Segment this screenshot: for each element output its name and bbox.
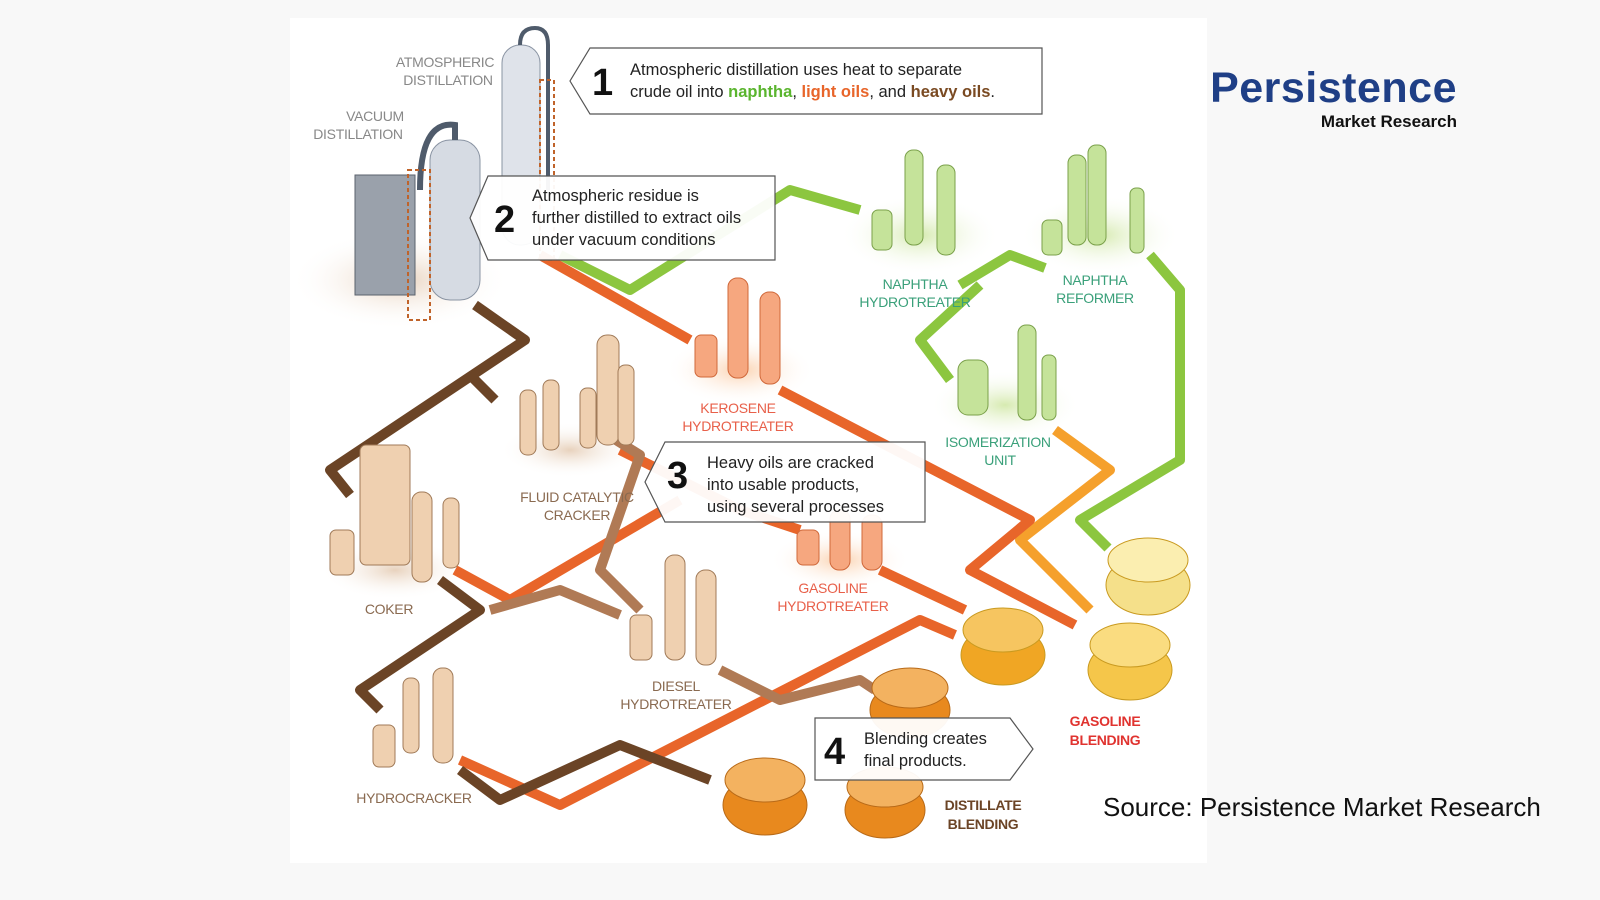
svg-text:HYDROTREATER: HYDROTREATER [859, 294, 970, 310]
vacuum-distillation-label: VACUUM DISTILLATION [313, 108, 404, 142]
svg-text:further distilled to extract o: further distilled to extract oils [532, 209, 741, 227]
hydrocracker-label: HYDROCRACKER [356, 790, 472, 806]
svg-text:NAPHTHA: NAPHTHA [883, 276, 949, 292]
heavy-oil-pipe [457, 740, 712, 805]
svg-text:DIESEL: DIESEL [652, 678, 701, 694]
gasoline-blending-tanks [960, 537, 1191, 701]
naphtha-pipe [957, 250, 1047, 290]
svg-text:HYDROTREATER: HYDROTREATER [777, 598, 888, 614]
distillate-blending-label: DISTILLATE BLENDING [945, 797, 1022, 832]
refinery-diagram: ATMOSPHERIC DISTILLATION VACUUM DISTILLA… [290, 18, 1207, 863]
svg-text:ATMOSPHERIC: ATMOSPHERIC [396, 54, 495, 70]
svg-text:FLUID CATALYTIC: FLUID CATALYTIC [520, 489, 634, 505]
svg-text:Blending creates: Blending creates [864, 730, 987, 748]
heavy-oil-pipe [466, 371, 499, 404]
svg-text:BLENDING: BLENDING [1070, 732, 1141, 748]
logo-subtitle: Market Research [1320, 112, 1457, 131]
diesel-hydrotreater-unit [629, 554, 717, 666]
svg-text:Heavy oils are cracked: Heavy oils are cracked [707, 454, 874, 472]
light-oil-pipe [877, 565, 968, 615]
diesel-hydrotreater-label: DIESEL HYDROTREATER [620, 678, 732, 712]
fluid-catalytic-cracker-label: FLUID CATALYTIC CRACKER [520, 489, 634, 523]
logo-name: Persistence [1210, 64, 1457, 112]
svg-text:GASOLINE: GASOLINE [798, 580, 867, 596]
coker-unit [329, 444, 460, 583]
svg-text:3: 3 [667, 455, 688, 497]
isomerization-unit-label: ISOMERIZATION UNIT [945, 434, 1051, 468]
svg-text:NAPHTHA: NAPHTHA [1063, 272, 1129, 288]
svg-text:DISTILLATION: DISTILLATION [313, 126, 403, 142]
kerosene-hydrotreater-label: KEROSENE HYDROTREATER [682, 400, 794, 434]
heavy-oil-pipe [488, 585, 622, 620]
naphtha-reformer-unit [1041, 144, 1145, 256]
svg-text:using several processes: using several processes [707, 498, 884, 516]
svg-text:HYDROTREATER: HYDROTREATER [682, 418, 793, 434]
isomerization-unit [957, 324, 1057, 421]
heavy-oil-pipe [717, 665, 878, 705]
atmospheric-distillation-label: ATMOSPHERIC DISTILLATION [396, 54, 495, 88]
naphtha-hydrotreater-label: NAPHTHA HYDROTREATER [859, 276, 971, 310]
heavy-oil-pipe [325, 300, 530, 499]
svg-text:GASOLINE: GASOLINE [1070, 713, 1141, 729]
vacuum-distillation-tower [354, 121, 481, 321]
refinery-svg: ATMOSPHERIC DISTILLATION VACUUM DISTILLA… [290, 25, 1191, 839]
callout-4: 4 Blending creates final products. [814, 717, 1034, 781]
gasoline-blending-label: GASOLINE BLENDING [1070, 713, 1141, 748]
hydrocracker-unit [372, 667, 454, 768]
svg-text:2: 2 [494, 199, 515, 241]
svg-text:UNIT: UNIT [984, 452, 1016, 468]
svg-text:into usable products,: into usable products, [707, 476, 859, 494]
svg-text:Atmospheric residue is: Atmospheric residue is [532, 187, 699, 205]
kerosene-hydrotreater-unit [694, 277, 781, 385]
svg-text:under vacuum conditions: under vacuum conditions [532, 231, 715, 249]
svg-text:CRACKER: CRACKER [544, 507, 611, 523]
svg-text:VACUUM: VACUUM [346, 108, 404, 124]
svg-text:4: 4 [824, 731, 845, 773]
fluid-catalytic-cracker-unit [519, 334, 635, 456]
source-caption: Source: Persistence Market Research [1103, 792, 1541, 822]
svg-text:crude oil into naphtha, light: crude oil into naphtha, light oils, and … [630, 83, 995, 101]
callout-1: 1 Atmospheric distillation uses heat to … [569, 47, 1043, 115]
svg-text:HYDROTREATER: HYDROTREATER [620, 696, 731, 712]
svg-text:DISTILLATION: DISTILLATION [403, 72, 493, 88]
coker-label: COKER [365, 601, 413, 617]
svg-text:final products.: final products. [864, 752, 967, 770]
gasoline-hydrotreater-label: GASOLINE HYDROTREATER [777, 580, 889, 614]
naphtha-pipe [915, 281, 984, 383]
light-oil-pipe [457, 615, 957, 810]
naphtha-hydrotreater-unit [871, 149, 956, 256]
svg-text:ISOMERIZATION: ISOMERIZATION [945, 434, 1051, 450]
persistence-logo: Persistence Market Research [1165, 64, 1457, 132]
callout-2: 2 Atmospheric residue is further distill… [469, 175, 776, 261]
svg-text:REFORMER: REFORMER [1056, 290, 1134, 306]
svg-text:KEROSENE: KEROSENE [700, 400, 775, 416]
naphtha-pipe [1075, 251, 1185, 552]
svg-text:Atmospheric distillation uses: Atmospheric distillation uses heat to se… [630, 61, 962, 79]
gasoline-pipe [1015, 425, 1115, 614]
callout-3: 3 Heavy oils are cracked into usable pro… [644, 441, 926, 523]
heavy-oil-pipe [355, 576, 485, 714]
light-oil-pipe [537, 250, 693, 345]
gasoline-hydrotreater-unit [796, 509, 883, 571]
svg-text:BLENDING: BLENDING [948, 816, 1019, 832]
svg-text:DISTILLATE: DISTILLATE [945, 797, 1022, 813]
naphtha-reformer-label: NAPHTHA REFORMER [1056, 272, 1134, 306]
svg-text:1: 1 [592, 62, 613, 104]
